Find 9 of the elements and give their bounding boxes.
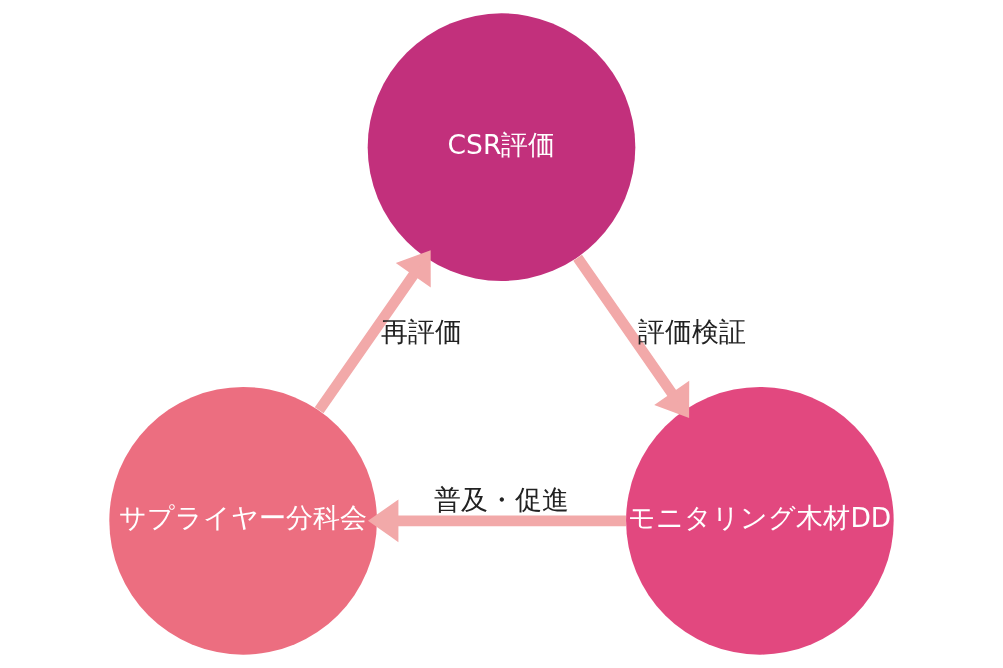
arrow: [367, 499, 626, 543]
arrow: [314, 250, 431, 414]
node-circle: サプライヤー分科会: [109, 387, 377, 655]
node-circle: CSR評価: [367, 13, 636, 281]
edge-label: 評価検証: [638, 315, 747, 347]
edge-label: 普及・促進: [434, 483, 569, 515]
arrow: [573, 254, 690, 418]
edge-label: 再評価: [380, 315, 462, 347]
node-circle: モニタリング木材DD: [626, 387, 894, 655]
